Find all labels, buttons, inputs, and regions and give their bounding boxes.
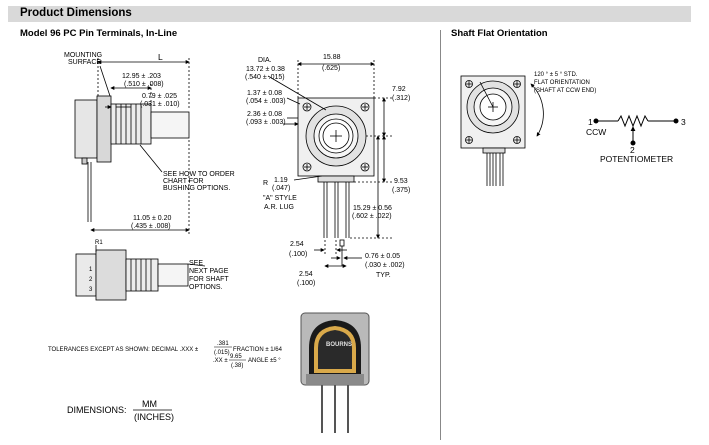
dim-length-mm: 12.95 ± .203 <box>122 73 161 80</box>
d254a-mm: 2.54 <box>290 241 304 248</box>
tolerance-xxx-num: .381 <box>217 341 229 347</box>
width-in: (.625) <box>322 65 340 72</box>
d236-in: (.093 ± .003) <box>246 119 286 126</box>
dim-pin-mm: 11.05 ± 0.20 <box>133 215 171 222</box>
potentiometer-label: POTENTIOMETER <box>600 154 673 164</box>
pin3-label: 3 <box>681 117 686 127</box>
d236-mm: 2.36 ± 0.08 <box>247 111 282 118</box>
mounting-surface-label-1: MOUNTING <box>64 52 102 59</box>
r119-in: (.047) <box>272 185 290 192</box>
dia-label: DIA. <box>258 57 272 64</box>
dia-in: (.540 ± .015) <box>245 74 285 81</box>
orientation-note-2: FLAT ORIENTATION <box>534 80 590 86</box>
ccw-label: CCW <box>586 127 606 137</box>
dim-pin-in: (.435 ± .008) <box>131 223 171 230</box>
d792-in: (.312) <box>392 95 410 102</box>
d254b-mm: 2.54 <box>299 271 313 278</box>
d137-in: (.054 ± .003) <box>246 98 286 105</box>
pin-label-3: 3 <box>89 287 93 293</box>
d1529-mm: 15.29 ± 0.56 <box>353 205 392 212</box>
d953-in: (.375) <box>392 187 410 194</box>
shaft-note-3: FOR SHAFT <box>189 276 229 283</box>
pin-label-2: 2 <box>89 277 93 283</box>
r-label: R <box>263 180 268 187</box>
dim-bushing-in: (.031 ± .010) <box>140 101 180 108</box>
d076-in: (.030 ± .002) <box>365 262 405 269</box>
d254a-in: (.100) <box>289 251 307 258</box>
model-subtitle: Model 96 PC Pin Terminals, In-Line <box>20 28 178 39</box>
dim-length-in: (.510 ± .008) <box>124 81 164 88</box>
order-note-3: BUSHING OPTIONS. <box>163 185 230 192</box>
tolerance-fraction: FRACTION ± 1/64 <box>233 347 283 353</box>
tolerance-xx-den: (.38) <box>231 363 243 369</box>
potentiometer-symbol <box>593 114 679 146</box>
r119-mm: 1.19 <box>274 177 288 184</box>
dimensions-mm: MM <box>142 399 157 409</box>
section-title: Product Dimensions <box>20 7 132 19</box>
shaft-orientation-subtitle: Shaft Flat Orientation <box>451 28 548 39</box>
d1529-in: (.602 ± .022) <box>352 213 392 220</box>
shaft-orientation-diagram <box>460 75 544 186</box>
front-view <box>267 60 392 268</box>
shaft-note-2: NEXT PAGE <box>189 268 229 275</box>
dia-mm: 13.72 ± 0.38 <box>246 66 285 73</box>
tolerance-prefix: TOLERANCES EXCEPT AS SHOWN: DECIMAL .XXX… <box>48 347 199 353</box>
tolerance-xx-num: 9.65 <box>230 354 242 360</box>
tolerance-xxx-den: (.015) <box>214 350 230 356</box>
product-photo <box>300 312 370 433</box>
typ-label: TYP. <box>376 272 391 279</box>
brand-logo-text: BOURNS <box>326 342 352 348</box>
d076-mm: 0.76 ± 0.05 <box>365 253 400 260</box>
orientation-note-1: 120 ° ± 5 ° STD. <box>534 72 578 78</box>
d137-mm: 1.37 ± 0.08 <box>247 90 282 97</box>
lug-note-1: "A" STYLE <box>263 195 297 202</box>
r1-label: R1 <box>95 240 103 246</box>
column-divider <box>440 30 441 440</box>
section-header-bar: Product Dimensions <box>8 6 691 22</box>
order-note-1: SEE HOW TO ORDER <box>163 171 235 178</box>
side-view <box>74 58 190 234</box>
orientation-note-3: (SHAFT AT CCW END) <box>534 88 596 94</box>
pin2-label: 2 <box>630 145 635 155</box>
shaft-note-1: SEE <box>189 260 203 267</box>
shaft-note-4: OPTIONS. <box>189 284 223 291</box>
order-note-2: CHART FOR <box>163 178 204 185</box>
dim-bushing-mm: 0.79 ± .025 <box>142 93 177 100</box>
length-label: L <box>158 52 163 62</box>
d254b-in: (.100) <box>297 280 315 287</box>
tolerance-angle: ANGLE ±5 ° <box>248 358 281 364</box>
mounting-surface-label-2: SURFACE <box>68 59 101 66</box>
pin1-label: 1 <box>588 117 593 127</box>
dimensions-label: DIMENSIONS: <box>67 405 127 415</box>
width-mm: 15.88 <box>323 54 341 61</box>
tolerance-xx-prefix: .XX ± <box>213 358 228 364</box>
d792-mm: 7.92 <box>392 86 406 93</box>
lug-note-2: A.R. LUG <box>264 204 294 211</box>
bottom-view <box>75 245 206 301</box>
pin-label-1: 1 <box>89 267 93 273</box>
dimensions-inches: (INCHES) <box>134 412 174 422</box>
d953-mm: 9.53 <box>394 178 408 185</box>
